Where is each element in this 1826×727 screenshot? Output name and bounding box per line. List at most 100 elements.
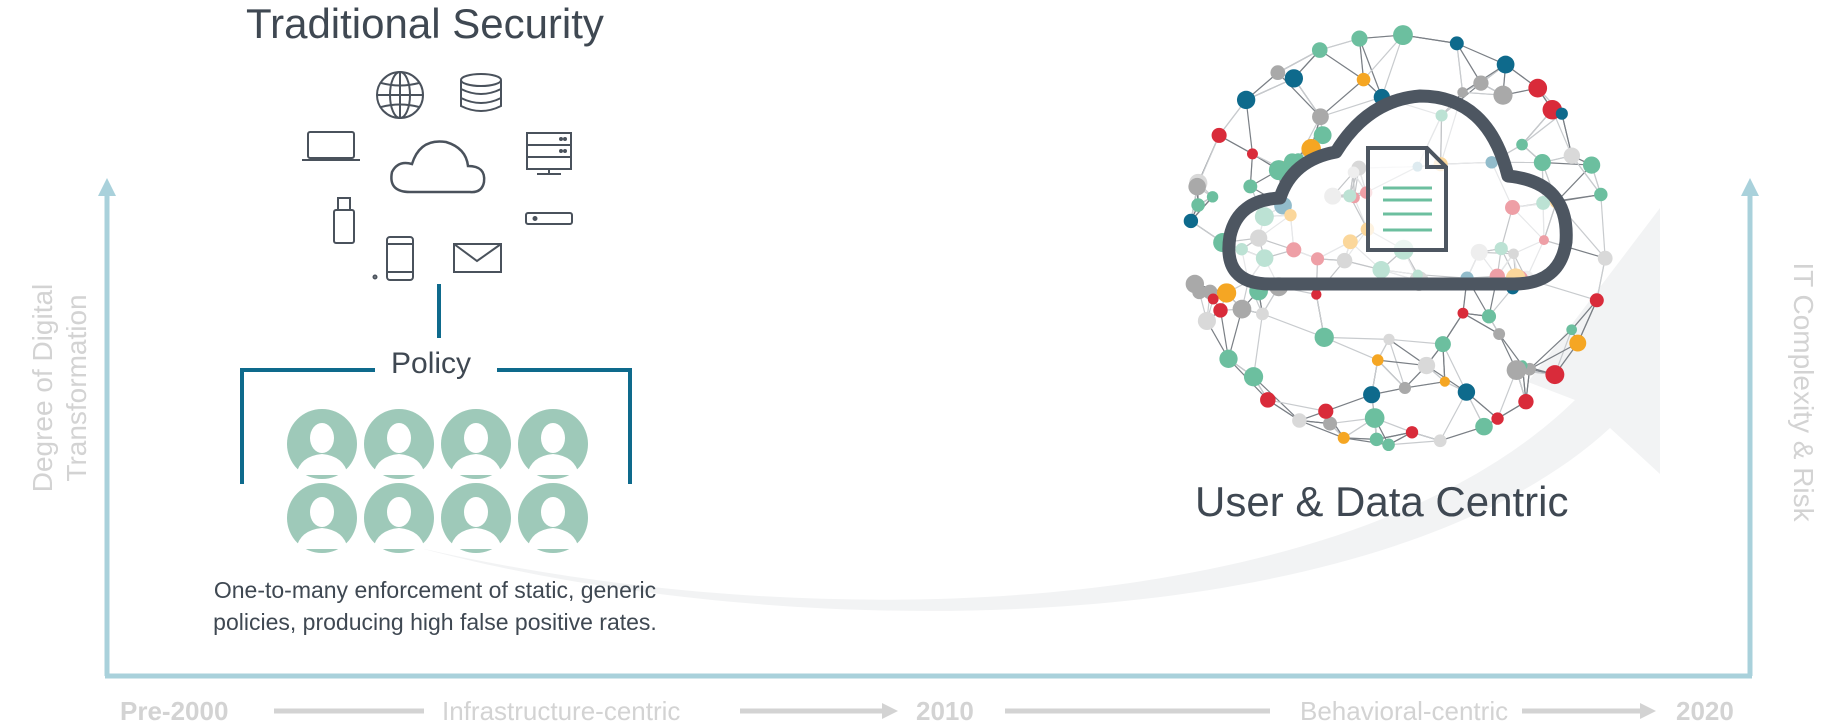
right-axis: [1741, 178, 1759, 676]
axis-label-line-2: Transformation: [60, 284, 94, 493]
mesh-node: [1418, 357, 1435, 374]
mesh-node: [1207, 191, 1218, 202]
timeline-arrow-1: [740, 703, 898, 719]
mesh-node: [1372, 354, 1384, 366]
mesh-node: [1566, 324, 1577, 335]
mesh-node: [1393, 25, 1413, 45]
mesh-node: [1270, 65, 1285, 80]
it-complexity-risk-label: IT Complexity & Risk: [1786, 262, 1820, 521]
mesh-node: [1243, 179, 1257, 193]
user-data-centric-title: User & Data Centric: [1195, 478, 1568, 526]
mesh-node: [1351, 30, 1367, 46]
mesh-node: [1528, 79, 1547, 98]
mesh-node: [1338, 432, 1350, 444]
mesh-node: [1497, 56, 1515, 74]
mesh-node: [1208, 294, 1219, 305]
mesh-node: [1482, 309, 1496, 323]
user-group: [287, 409, 588, 553]
mesh-node: [1213, 303, 1227, 317]
mesh-node: [1458, 383, 1475, 400]
axis-label-line-1: Degree of Digital: [26, 284, 60, 493]
mesh-node: [1545, 365, 1564, 384]
mesh-node: [1363, 386, 1380, 403]
network-device-icon: [526, 213, 572, 224]
timeline-middle: 2010: [916, 696, 974, 727]
user-avatar-icon: [364, 483, 434, 553]
usb-drive-icon: [334, 198, 354, 243]
mesh-node: [1598, 251, 1613, 266]
left-caption: One-to-many enforcement of static, gener…: [115, 574, 755, 638]
mesh-node: [1583, 156, 1600, 173]
mesh-node: [1312, 108, 1329, 125]
mesh-node: [1318, 404, 1333, 419]
mesh-node: [1365, 408, 1385, 428]
document-icon: [1368, 148, 1446, 250]
mesh-node: [1473, 75, 1488, 90]
mesh-node: [1564, 147, 1580, 163]
mesh-node: [1594, 188, 1607, 201]
mesh-node: [1457, 87, 1468, 98]
caption-line-2: policies, producing high false positive …: [115, 606, 755, 638]
mesh-node: [1219, 350, 1237, 368]
mesh-node: [1184, 214, 1198, 228]
mesh-node: [1406, 426, 1418, 438]
mesh-node: [1285, 69, 1303, 87]
mesh-node: [1315, 328, 1334, 347]
mesh-node: [1256, 307, 1269, 320]
mesh-node: [1212, 128, 1227, 143]
email-icon: [454, 244, 501, 272]
mesh-node: [1493, 328, 1505, 340]
user-avatar-icon: [518, 409, 588, 479]
mesh-node: [1435, 336, 1451, 352]
mesh-node: [1434, 434, 1447, 447]
policy-label: Policy: [383, 347, 479, 381]
user-avatar-icon: [441, 409, 511, 479]
mesh-node: [1569, 335, 1586, 352]
traditional-security-title: Traditional Security: [246, 0, 604, 48]
mesh-node: [1244, 367, 1263, 386]
mesh-node: [1247, 148, 1258, 159]
server-icon: [527, 133, 571, 174]
mesh-node: [1311, 289, 1321, 299]
left-axis: [98, 178, 116, 676]
mobile-phone-icon: [374, 237, 414, 280]
mesh-node: [1518, 394, 1533, 409]
user-avatar-icon: [441, 483, 511, 553]
mesh-node: [1237, 91, 1255, 109]
mesh-node: [1516, 139, 1528, 151]
user-avatar-icon: [287, 483, 357, 553]
mesh-node: [1186, 275, 1204, 293]
mesh-node: [1312, 42, 1328, 58]
mesh-node: [1191, 198, 1205, 212]
timeline-end: 2020: [1676, 696, 1734, 727]
mesh-node: [1475, 418, 1493, 436]
mesh-node: [1534, 154, 1551, 171]
mesh-node: [1198, 312, 1216, 330]
timeline-start: Pre-2000: [120, 696, 228, 727]
mesh-node: [1556, 108, 1568, 120]
user-avatar-icon: [518, 483, 588, 553]
degree-of-digital-transformation-label: Degree of Digital Transformation: [26, 284, 94, 493]
mesh-node: [1491, 412, 1503, 424]
caption-line-1: One-to-many enforcement of static, gener…: [115, 574, 755, 606]
timeline-phase-1: Infrastructure-centric: [442, 696, 680, 727]
mesh-node: [1188, 178, 1206, 196]
mesh-node: [1450, 36, 1464, 50]
mesh-node: [1217, 283, 1236, 302]
database-icon: [461, 74, 501, 111]
mesh-node: [1292, 413, 1307, 428]
timeline-arrow-2: [1522, 703, 1656, 719]
mesh-node: [1458, 308, 1469, 319]
mesh-node: [1493, 86, 1512, 105]
timeline-phase-2: Behavioral-centric: [1300, 696, 1508, 727]
mesh-node: [1399, 382, 1411, 394]
laptop-icon: [302, 132, 360, 160]
mesh-node: [1383, 334, 1394, 345]
mesh-node: [1382, 439, 1395, 452]
user-avatar-icon: [287, 409, 357, 479]
user-avatar-icon: [364, 409, 434, 479]
mesh-node: [1233, 300, 1252, 319]
mesh-node: [1507, 360, 1527, 380]
mesh-node: [1260, 392, 1276, 408]
globe-icon: [377, 72, 423, 118]
